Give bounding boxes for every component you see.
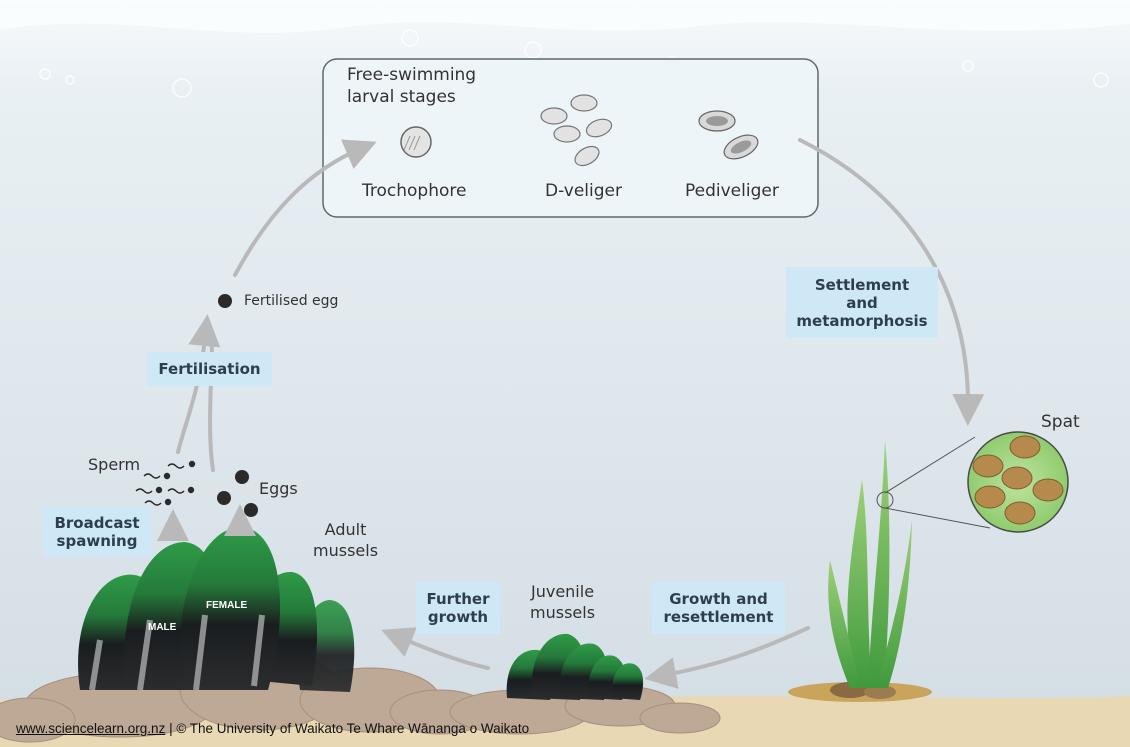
larval-title-line2: larval stages bbox=[347, 87, 456, 107]
credit-line: www.sciencelearn.org.nz | © The Universi… bbox=[16, 721, 529, 736]
settlement-line2: and bbox=[846, 293, 878, 312]
eggs-label: Eggs bbox=[259, 479, 298, 498]
spat-magnifier bbox=[967, 431, 1069, 533]
juvenile-mussels bbox=[506, 633, 644, 700]
spat-label: Spat bbox=[1041, 412, 1080, 432]
juvenile-line2: mussels bbox=[530, 603, 596, 622]
arrow-spat-to-juvenile bbox=[644, 626, 810, 689]
growth-line1: Growth and bbox=[669, 590, 768, 608]
arrow-sperm-up bbox=[176, 314, 221, 454]
trochophore-icon bbox=[400, 126, 432, 158]
d-veliger-icon bbox=[540, 94, 613, 167]
broadcast-line2: spawning bbox=[56, 532, 138, 550]
stage-trochophore: Trochophore bbox=[362, 181, 467, 201]
sperm-label: Sperm bbox=[88, 455, 141, 474]
adult-line2: mussels bbox=[313, 541, 379, 560]
stage-d-veliger: D-veliger bbox=[545, 181, 622, 201]
sciencelearn-link[interactable]: www.sciencelearn.org.nz bbox=[16, 721, 166, 736]
fertilised-egg-dot bbox=[218, 294, 232, 308]
further-line1: Further bbox=[426, 590, 490, 608]
adult-mussels-label: Adult mussels bbox=[313, 519, 378, 561]
growth-line2: resettlement bbox=[663, 608, 774, 626]
settlement-box: Settlement and metamorphosis bbox=[786, 267, 938, 338]
larval-stages-title: Free-swimming larval stages bbox=[347, 64, 476, 108]
seaweed bbox=[788, 436, 991, 702]
stage-pediveliger: Pediveliger bbox=[685, 181, 779, 201]
fertilised-egg-label: Fertilised egg bbox=[244, 293, 339, 309]
credit-text: | © The University of Waikato Te Whare W… bbox=[165, 721, 530, 736]
adult-mussels: MALE FEMALE bbox=[78, 526, 355, 692]
cycle-arrows bbox=[157, 138, 985, 689]
female-label: FEMALE bbox=[206, 600, 247, 611]
growth-resettlement-box: Growth and resettlement bbox=[652, 582, 785, 634]
pediveliger-icon bbox=[698, 110, 759, 160]
water-surface bbox=[0, 0, 1130, 33]
settlement-line1: Settlement bbox=[814, 275, 910, 294]
larval-title-line1: Free-swimming bbox=[347, 65, 477, 85]
adult-line1: Adult bbox=[324, 520, 367, 539]
arrow-juvenile-to-adult bbox=[381, 627, 490, 670]
arrow-pediveliger-to-spat bbox=[798, 138, 985, 426]
arrow-eggs-up bbox=[208, 333, 215, 472]
fertilisation-box: Fertilisation bbox=[147, 352, 272, 386]
juvenile-mussels-label: Juvenile mussels bbox=[530, 581, 595, 623]
further-growth-box: Further growth bbox=[416, 582, 500, 634]
juvenile-line1: Juvenile bbox=[530, 582, 595, 601]
settlement-line3: metamorphosis bbox=[796, 311, 928, 330]
further-line2: growth bbox=[427, 608, 489, 626]
broadcast-spawning-box: Broadcast spawning bbox=[43, 507, 151, 557]
broadcast-line1: Broadcast bbox=[54, 514, 140, 532]
arrow-egg-to-trochophore bbox=[233, 139, 377, 277]
sperm-icons bbox=[135, 460, 196, 506]
male-label: MALE bbox=[148, 622, 177, 633]
